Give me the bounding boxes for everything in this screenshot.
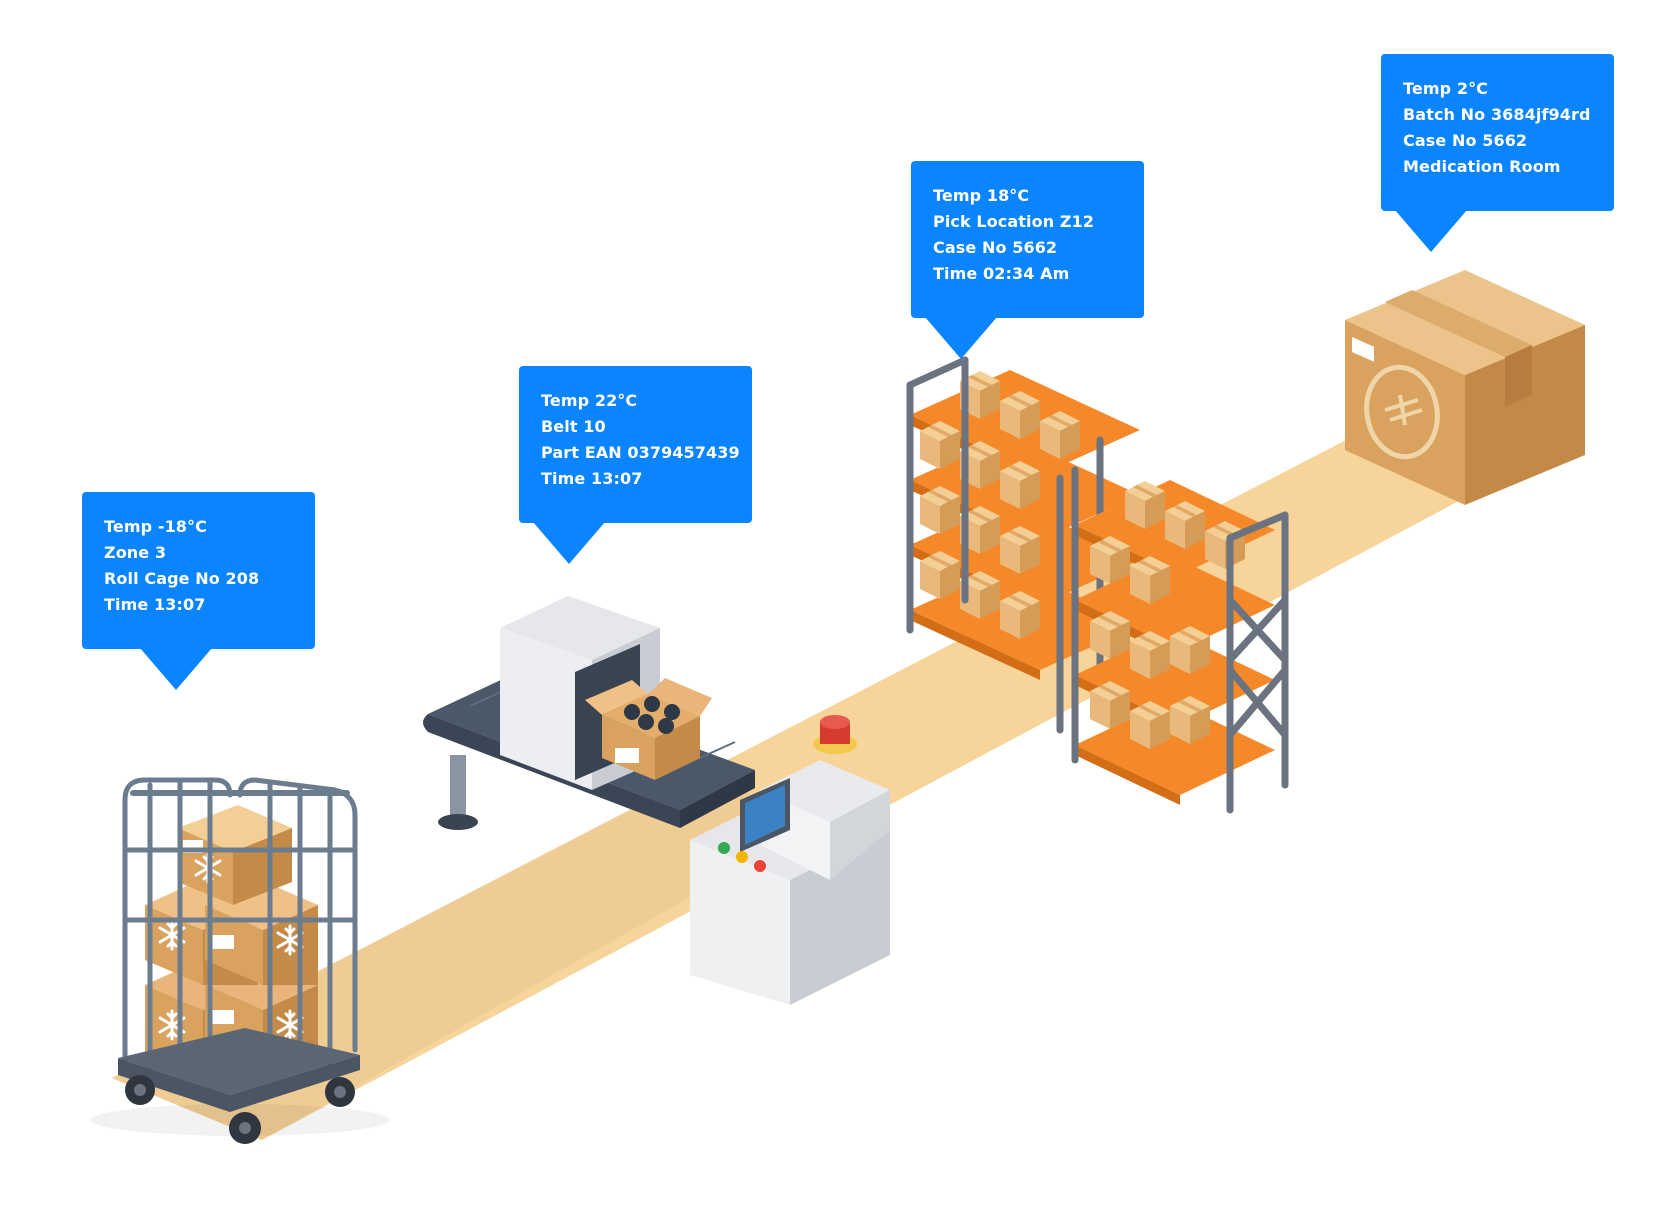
callout-line: Medication Room — [1403, 157, 1561, 176]
callout-line: Roll Cage No 208 — [104, 569, 260, 588]
callout-pointer — [1395, 210, 1467, 252]
callout-pointer — [533, 522, 605, 564]
callout-line: Zone 3 — [104, 543, 167, 562]
callout-line: Temp 2°C — [1403, 79, 1489, 98]
callout-line: Case No 5662 — [933, 238, 1058, 257]
callout-line: Time 02:34 Am — [933, 264, 1070, 283]
callout-line: Time 13:07 — [541, 469, 643, 488]
callout-line: Part EAN 0379457439 — [541, 443, 740, 462]
medication-box-icon — [1345, 270, 1585, 505]
control-panel-icon — [690, 715, 890, 1005]
callout-line: Batch No 3684jf94rd — [1403, 105, 1591, 124]
callout-line: Temp 22°C — [541, 391, 638, 410]
callout-line: Temp -18°C — [104, 517, 207, 536]
conveyor-callout: Temp 22°C Belt 10 Part EAN 0379457439 Ti… — [519, 366, 752, 564]
box-callout: Temp 2°C Batch No 3684jf94rd Case No 566… — [1381, 54, 1614, 252]
callout-pointer — [140, 648, 212, 690]
callout-line: Belt 10 — [541, 417, 606, 436]
roll-cage-callout: Temp -18°C Zone 3 Roll Cage No 208 Time … — [82, 492, 315, 690]
callout-line: Temp 18°C — [933, 186, 1030, 205]
callout-line: Pick Location Z12 — [933, 212, 1095, 231]
conveyor-belt-icon — [423, 596, 755, 830]
callout-pointer — [925, 317, 997, 359]
roll-cage-icon — [90, 777, 390, 1144]
callout-line: Time 13:07 — [104, 595, 206, 614]
racking-callout: Temp 18°C Pick Location Z12 Case No 5662… — [911, 161, 1144, 359]
warehouse-shelf-icon — [906, 356, 1289, 814]
callout-line: Case No 5662 — [1403, 131, 1528, 150]
